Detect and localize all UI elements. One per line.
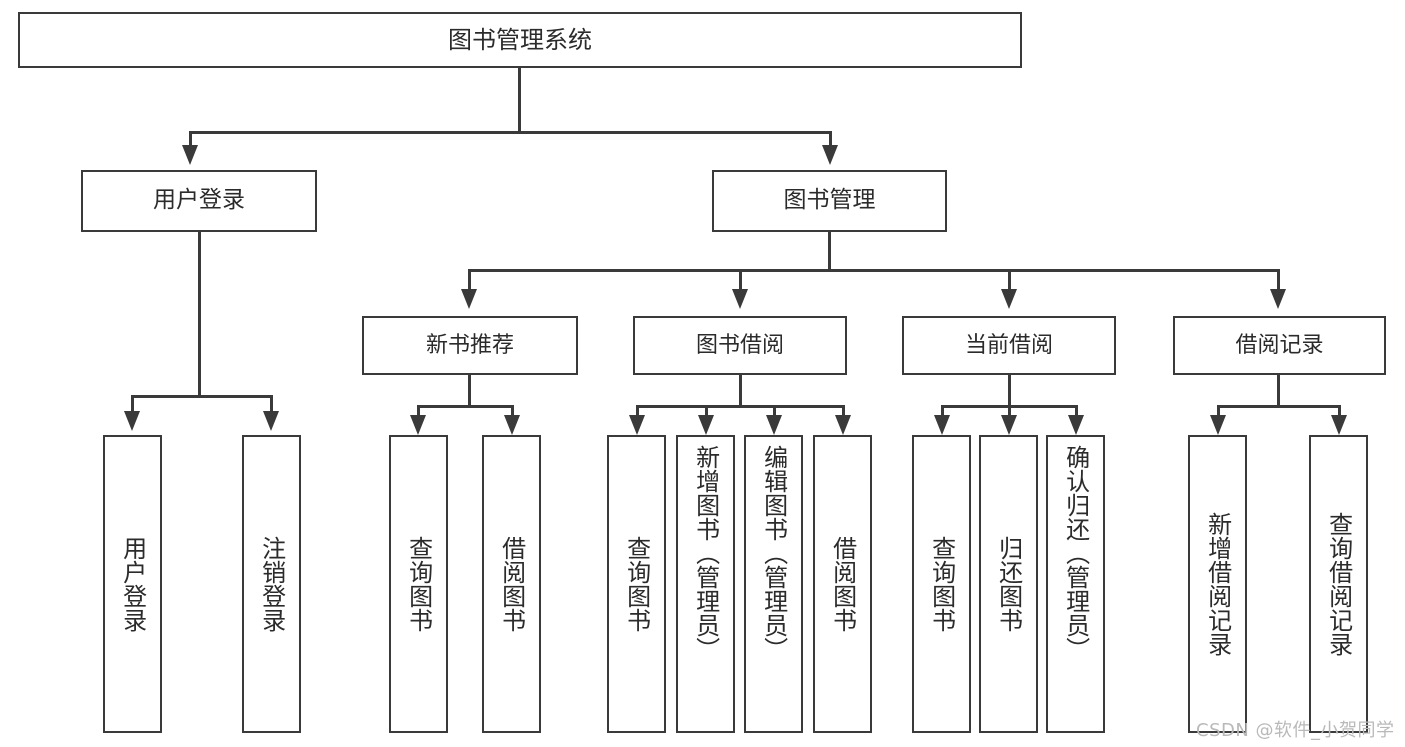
- connector-book-mgmt-stem: [828, 232, 831, 271]
- node-label: 图书管理: [783, 187, 876, 214]
- connector-borrow-record-stem: [1277, 375, 1280, 407]
- connector-root-to-book-mgmt: [829, 131, 832, 147]
- leaf-new-book-borrow[interactable]: 借阅图书: [482, 435, 541, 733]
- arrowhead-book-mgmt-to-new-book: [461, 289, 477, 309]
- leaf-new-book-query[interactable]: 查询图书: [389, 435, 448, 733]
- connector-new-book-stem: [468, 375, 471, 407]
- node-label: 图书管理系统: [448, 25, 592, 54]
- node-user-login[interactable]: 用户登录: [81, 170, 317, 232]
- connector-book-borrow-to-leaf-2: [705, 405, 708, 417]
- leaf-book-borrow-add[interactable]: 新增图书（管理员）: [676, 435, 735, 733]
- watermark: CSDN @软件_小贺同学: [1196, 720, 1395, 741]
- connector-book-borrow-to-leaf-4: [842, 405, 845, 417]
- connector-current-borrow-to-leaf-2: [1008, 405, 1011, 417]
- node-label: 新增借阅记录: [1203, 512, 1232, 656]
- connector-book-mgmt-to-book-borrow: [739, 269, 742, 291]
- leaf-current-borrow-confirm[interactable]: 确认归还（管理员）: [1046, 435, 1105, 733]
- node-label: 图书借阅: [695, 332, 784, 358]
- arrowhead-book-mgmt-to-borrow-record: [1270, 289, 1286, 309]
- leaf-user-login-logout[interactable]: 注销登录: [242, 435, 301, 733]
- arrowhead-current-borrow-to-leaf-1: [934, 415, 950, 435]
- connector-borrow-record-to-leaf-1: [1217, 405, 1220, 417]
- node-book-management[interactable]: 图书管理: [712, 170, 947, 232]
- node-label: 用户登录: [118, 536, 147, 632]
- arrowhead-new-book-to-leaf-2: [504, 415, 520, 435]
- node-new-book-recommend[interactable]: 新书推荐: [362, 316, 578, 375]
- node-label: 新书推荐: [425, 332, 514, 358]
- connector-book-mgmt-to-current-borrow: [1008, 269, 1011, 291]
- arrowhead-book-borrow-to-leaf-1: [629, 415, 645, 435]
- node-current-borrow[interactable]: 当前借阅: [902, 316, 1116, 375]
- leaf-borrow-record-add[interactable]: 新增借阅记录: [1188, 435, 1247, 733]
- node-label: 查询图书: [622, 536, 651, 632]
- arrowhead-new-book-to-leaf-1: [410, 415, 426, 435]
- node-label: 借阅图书: [828, 536, 857, 632]
- connector-book-mgmt-to-borrow-record: [1277, 269, 1280, 291]
- connector-new-book-bus: [417, 405, 514, 408]
- leaf-book-borrow-edit[interactable]: 编辑图书（管理员）: [744, 435, 803, 733]
- connector-root-stem: [518, 67, 521, 131]
- leaf-user-login-login[interactable]: 用户登录: [103, 435, 162, 733]
- arrowhead-current-borrow-to-leaf-3: [1068, 415, 1084, 435]
- connector-current-borrow-to-leaf-1: [941, 405, 944, 417]
- connector-borrow-record-to-leaf-2: [1338, 405, 1341, 417]
- connector-current-borrow-stem: [1008, 375, 1011, 407]
- arrowhead-book-borrow-to-leaf-3: [766, 415, 782, 435]
- leaf-book-borrow-borrow[interactable]: 借阅图书: [813, 435, 872, 733]
- connector-user-login-to-leaf-1: [131, 395, 134, 413]
- arrowhead-book-borrow-to-leaf-4: [835, 415, 851, 435]
- node-label: 编辑图书（管理员）: [759, 445, 788, 661]
- arrowhead-book-mgmt-to-current-borrow: [1001, 289, 1017, 309]
- connector-root-to-user-login: [189, 131, 192, 147]
- node-label: 借阅记录: [1235, 332, 1324, 358]
- arrowhead-root-to-user-login: [182, 145, 198, 165]
- node-label: 借阅图书: [497, 536, 526, 632]
- leaf-current-borrow-query[interactable]: 查询图书: [912, 435, 971, 733]
- arrowhead-current-borrow-to-leaf-2: [1001, 415, 1017, 435]
- node-label: 查询图书: [927, 536, 956, 632]
- connector-user-login-bus: [131, 395, 270, 398]
- connector-book-borrow-stem: [739, 375, 742, 407]
- connector-book-borrow-to-leaf-3: [773, 405, 776, 417]
- arrowhead-borrow-record-to-leaf-1: [1210, 415, 1226, 435]
- connector-root-bus: [189, 131, 832, 134]
- connector-user-login-to-leaf-2: [270, 395, 273, 413]
- connector-book-mgmt-to-new-book: [468, 269, 471, 291]
- arrowhead-user-login-to-leaf-1: [124, 411, 140, 431]
- connector-borrow-record-bus: [1217, 405, 1341, 408]
- arrowhead-root-to-book-mgmt: [822, 145, 838, 165]
- node-label: 新增图书（管理员）: [691, 445, 720, 661]
- leaf-borrow-record-query[interactable]: 查询借阅记录: [1309, 435, 1368, 733]
- node-label: 用户登录: [153, 187, 245, 214]
- node-label: 归还图书: [994, 536, 1023, 632]
- node-label: 当前借阅: [964, 332, 1053, 358]
- node-label: 查询借阅记录: [1324, 512, 1353, 656]
- arrowhead-user-login-to-leaf-2: [263, 411, 279, 431]
- node-label: 查询图书: [404, 536, 433, 632]
- node-borrow-record[interactable]: 借阅记录: [1173, 316, 1386, 375]
- connector-new-book-to-leaf-1: [417, 405, 420, 417]
- connector-book-borrow-to-leaf-1: [636, 405, 639, 417]
- node-label: 确认归还（管理员）: [1061, 445, 1090, 661]
- node-book-borrow[interactable]: 图书借阅: [633, 316, 847, 375]
- arrowhead-book-borrow-to-leaf-2: [698, 415, 714, 435]
- connector-book-mgmt-bus: [468, 269, 1280, 272]
- arrowhead-book-mgmt-to-book-borrow: [732, 289, 748, 309]
- connector-new-book-to-leaf-2: [511, 405, 514, 417]
- connector-user-login-stem: [198, 232, 201, 395]
- node-root-library-system[interactable]: 图书管理系统: [18, 12, 1022, 68]
- connector-current-borrow-to-leaf-3: [1075, 405, 1078, 417]
- node-label: 注销登录: [257, 536, 286, 632]
- arrowhead-borrow-record-to-leaf-2: [1331, 415, 1347, 435]
- leaf-book-borrow-query[interactable]: 查询图书: [607, 435, 666, 733]
- leaf-current-borrow-return[interactable]: 归还图书: [979, 435, 1038, 733]
- connector-book-borrow-bus: [636, 405, 844, 408]
